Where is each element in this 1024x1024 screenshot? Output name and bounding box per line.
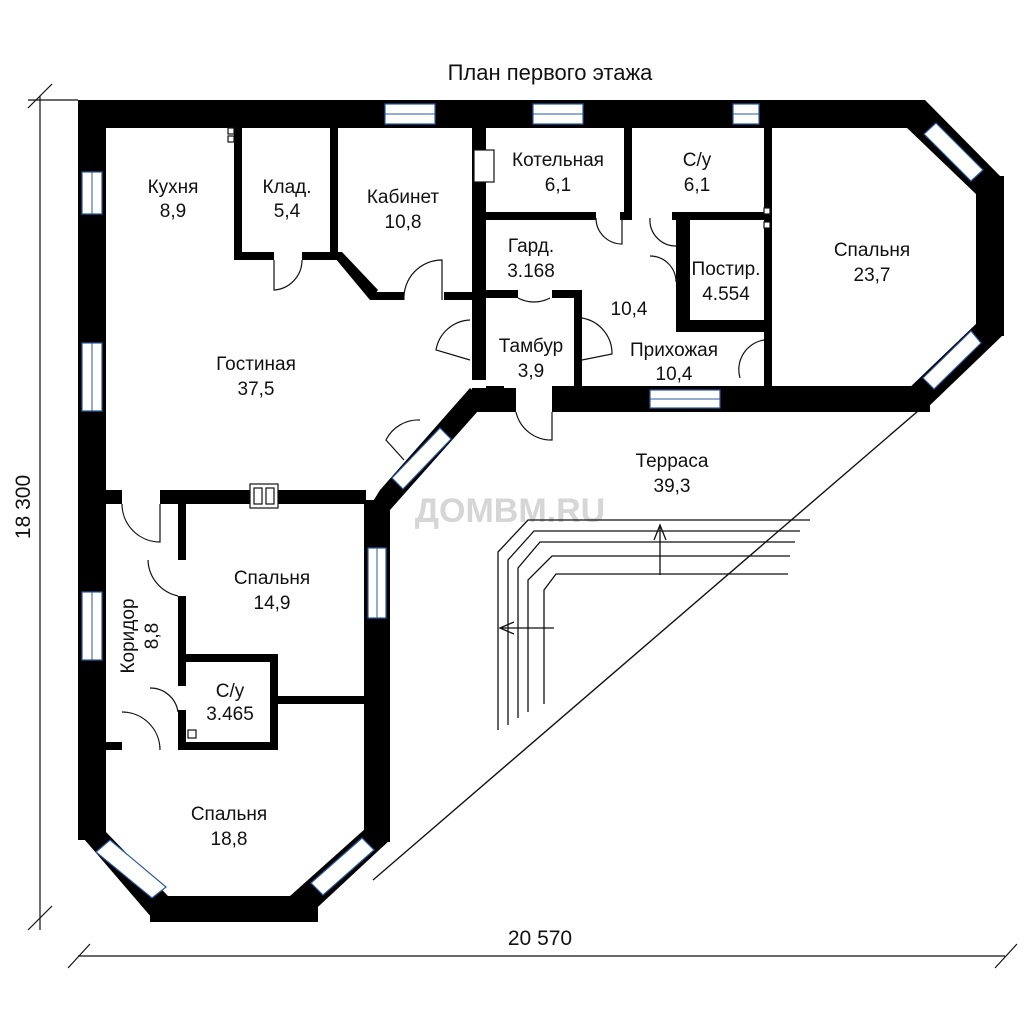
room-kitchen-area: 8,9 — [160, 201, 186, 222]
dimension-height — [27, 83, 78, 931]
room-vestibule-name: Тамбур — [499, 336, 564, 357]
plan-title: План первого этажа — [448, 60, 654, 85]
room-kitchen-name: Кухня — [148, 177, 199, 198]
watermark: ДОМВМ.RU — [415, 492, 605, 530]
room-boiler-area: 6,1 — [545, 175, 571, 196]
room-bath1-name: С/у — [683, 150, 712, 171]
doors — [121, 217, 765, 751]
room-terrace-area: 39,3 — [654, 476, 691, 497]
terrace-steps — [497, 519, 810, 730]
room-living-name: Гостиная — [216, 354, 296, 375]
windows — [81, 103, 984, 899]
room-labels: Кухня 8,9 Клад. 5,4 Кабинет 10,8 Котельн… — [118, 150, 910, 850]
room-storage-area: 5,4 — [274, 201, 301, 222]
room-bath2-area: 3.465 — [206, 704, 254, 725]
room-hall-area: 10,4 — [656, 364, 693, 385]
room-hall-name: Прихожая — [630, 340, 718, 361]
window-center-lines — [91, 113, 759, 660]
room-wardrobe-area: 3.168 — [507, 261, 555, 282]
dimension-height-label: 18 300 — [12, 475, 35, 539]
room-wardrobe-name: Гард. — [508, 236, 554, 257]
room-hall-area-top: 10,4 — [611, 299, 648, 320]
dimension-width — [67, 943, 1018, 969]
room-bath2-name: С/у — [216, 681, 245, 702]
room-corridor-area: 8,8 — [142, 623, 163, 649]
room-bath1-area: 6,1 — [684, 175, 710, 196]
room-bedroom3-area: 18,8 — [211, 829, 248, 850]
room-living-area: 37,5 — [238, 379, 275, 400]
interior-walls — [106, 128, 772, 750]
terrace-edge — [372, 404, 926, 881]
room-bedroom3-name: Спальня — [191, 804, 267, 825]
room-laundry-name: Постир. — [692, 259, 761, 280]
room-office-area: 10,8 — [385, 212, 422, 233]
room-bedroom1-area: 23,7 — [854, 265, 891, 286]
room-terrace-name: Терраса — [636, 451, 709, 472]
room-bedroom1-name: Спальня — [834, 240, 910, 261]
room-laundry-area: 4.554 — [702, 284, 750, 305]
room-corridor-name: Коридор — [118, 598, 139, 673]
room-vestibule-area: 3,9 — [518, 361, 544, 382]
room-office-name: Кабинет — [367, 187, 440, 208]
room-bedroom2-area: 14,9 — [254, 593, 291, 614]
fixtures — [187, 127, 771, 739]
room-bedroom2-name: Спальня — [234, 568, 310, 589]
room-boiler-name: Котельная — [512, 150, 604, 171]
room-storage-name: Клад. — [262, 177, 311, 198]
dimension-width-label: 20 570 — [508, 927, 572, 950]
